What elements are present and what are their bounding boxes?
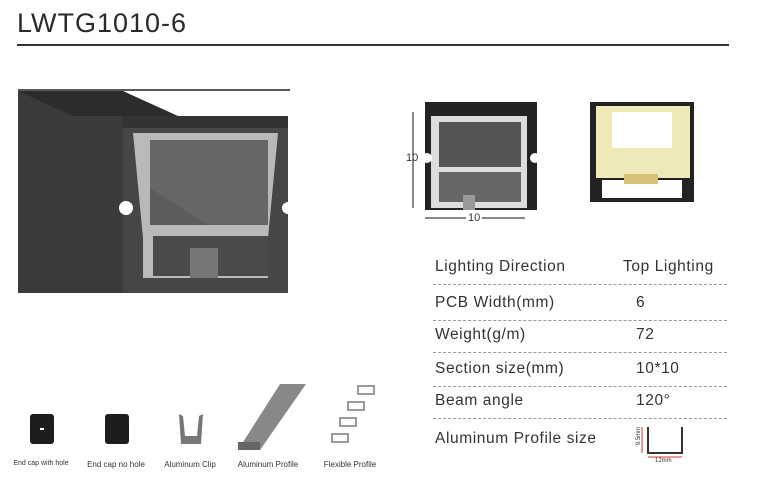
cross-section-image [590, 102, 694, 202]
spec-row: Weight(g/m) 72 [433, 318, 727, 353]
title-divider [17, 44, 729, 46]
product-title: LWTG1010-6 [17, 8, 188, 38]
accessory-aluminum-clip: Aluminum Clip [160, 400, 220, 469]
product-3d-image [18, 89, 290, 293]
profile-height-label: 9.5mm [636, 426, 643, 446]
spec-value: 120° [636, 392, 671, 409]
spec-label: Weight(g/m) [435, 326, 526, 343]
accessory-flexible-profile: Flexible Profile [318, 382, 382, 469]
accessory-label: Flexible Profile [323, 460, 377, 469]
spec-row: PCB Width(mm) 6 [433, 286, 727, 321]
accessory-label: Aluminum Clip [164, 460, 216, 469]
spec-label: Aluminum Profile size [435, 430, 597, 447]
accessory-label: End cap with hole [13, 460, 69, 467]
spec-label: Lighting Direction [435, 258, 566, 275]
dimension-diagram [412, 102, 540, 219]
spec-value: 72 [636, 326, 655, 343]
accessory-aluminum-profile: Aluminum Profile [230, 382, 306, 469]
spec-value: Top Lighting [623, 258, 714, 275]
spec-value: 6 [636, 294, 646, 311]
spec-row: Beam angle 120° [433, 384, 727, 419]
spec-label: Beam angle [435, 392, 524, 409]
accessory-end-cap-no-hole: End cap no hole [86, 400, 146, 469]
spec-row: Aluminum Profile size [433, 422, 727, 456]
profile-width-label: 12mm [655, 458, 672, 464]
accessory-label: Aluminum Profile [237, 460, 299, 469]
aluminum-profile-drawing [641, 427, 683, 458]
spec-label: Section size(mm) [435, 360, 565, 377]
accessory-label: End cap no hole [87, 460, 145, 469]
width-label: 10 [466, 212, 483, 224]
height-label: 10 [406, 152, 419, 164]
spec-row: Section size(mm) 10*10 [433, 352, 727, 387]
spec-value: 10*10 [636, 360, 680, 377]
spec-label: PCB Width(mm) [435, 294, 555, 311]
spec-row: Lighting Direction Top Lighting [433, 250, 727, 285]
accessory-end-cap-with-hole: End cap with hole [10, 400, 72, 467]
